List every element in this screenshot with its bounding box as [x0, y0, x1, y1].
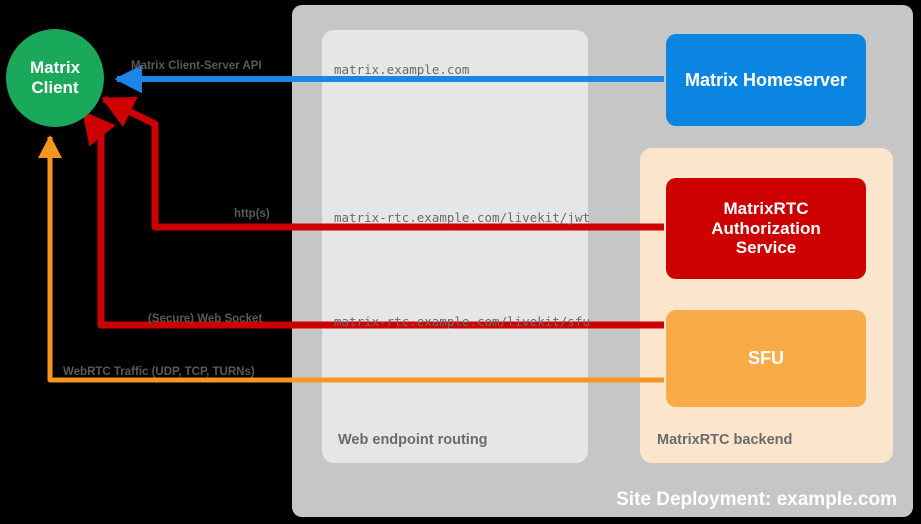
edge-sfu-websocket — [81, 110, 664, 329]
container-web-endpoint-routing: Web endpoint routing — [322, 30, 588, 463]
site-deployment-label: Site Deployment: example.com — [616, 489, 897, 511]
node-matrix-homeserver[interactable]: Matrix Homeserver — [666, 34, 866, 126]
edge-label-client-server-api: Matrix Client-Server API — [131, 60, 262, 72]
sfu-label: SFU — [748, 348, 784, 369]
node-sfu[interactable]: SFU — [666, 310, 866, 407]
endpoint-label-matrix-example-com: matrix.example.com — [334, 62, 470, 77]
edge-label-sfu-websocket: (Secure) Web Socket — [148, 313, 263, 325]
node-matrix-client[interactable]: Matrix Client — [6, 29, 104, 127]
edge-jwt-http — [101, 95, 664, 231]
web-endpoint-routing-label: Web endpoint routing — [338, 432, 488, 449]
matrixrtc-auth-label-line2: Authorization — [711, 218, 821, 238]
edge-label-jwt-http: http(s) — [234, 208, 270, 220]
edge-webrtc-traffic — [38, 134, 664, 383]
edge-label-webrtc-traffic: WebRTC Traffic (UDP, TCP, TURNs) — [63, 366, 255, 378]
endpoint-label-livekit-jwt: matrix-rtc.example.com/livekit/jwt — [334, 210, 590, 225]
matrix-client-label-line2: Client — [31, 78, 79, 97]
matrixrtc-backend-label: MatrixRTC backend — [657, 432, 793, 449]
matrix-homeserver-label: Matrix Homeserver — [684, 69, 848, 90]
matrixrtc-auth-label-line3: Service — [735, 238, 797, 258]
matrix-client-label-line1: Matrix — [29, 58, 81, 78]
matrixrtc-auth-label-line1: MatrixRTC — [723, 199, 809, 219]
endpoint-label-livekit-sfu: matrix-rtc.example.com/livekit/sfu — [334, 314, 590, 329]
node-matrixrtc-authorization-service[interactable]: MatrixRTC Authorization Service — [666, 178, 866, 279]
